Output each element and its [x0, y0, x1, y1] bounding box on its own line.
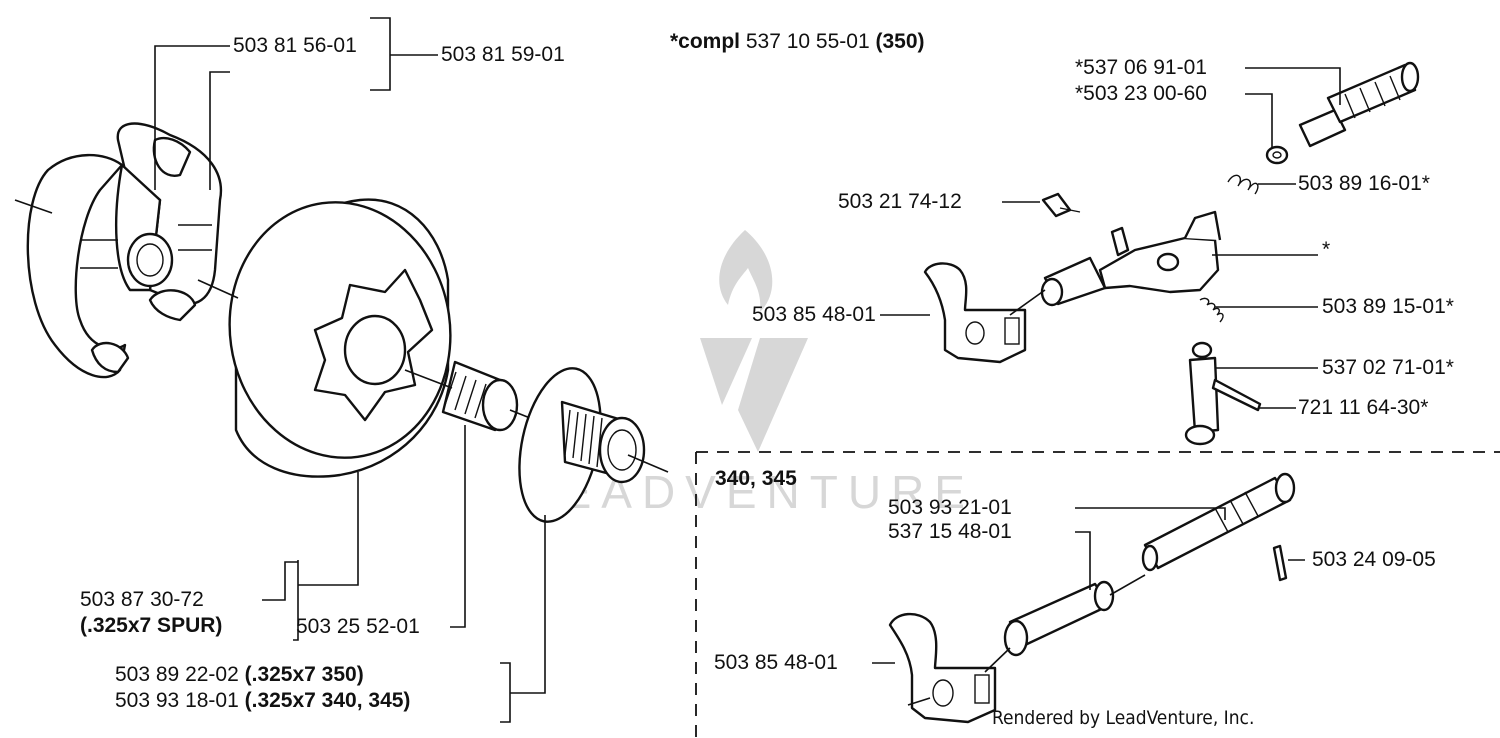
- footer-credit: Rendered by LeadVenture, Inc.: [992, 707, 1255, 729]
- part-note-340-345: (.325x7 340, 345): [244, 689, 411, 712]
- compl-model: (350): [875, 30, 925, 53]
- part-label-503-81-56-01: 503 81 56-01: [233, 34, 357, 57]
- callout-lines: [154, 17, 1341, 723]
- needle-bearing-part: [404, 360, 546, 432]
- part-label-503-93-18-01: 503 93 18-01 (.325x7 340, 345): [115, 689, 410, 713]
- part-label-503-89-22-02: 503 89 22-02 (.325x7 350): [115, 663, 364, 687]
- clutch-drum-part: [197, 198, 452, 478]
- part-label-503-85-48-01-bottom: 503 85 48-01: [714, 651, 838, 674]
- part-label-537-15-48-01: 537 15 48-01: [888, 520, 1012, 543]
- drive-shaft-340-345-part: [1003, 472, 1296, 657]
- part-label-503-25-52-01: 503 25 52-01: [296, 615, 420, 638]
- compl-prefix: *compl: [670, 30, 741, 53]
- clutch-shoe-part: [14, 122, 223, 379]
- pump-plunger-340-345-part: [888, 612, 1011, 724]
- section-divider: [695, 451, 1500, 738]
- part-label-503-23-00-60: *503 23 00-60: [1075, 82, 1207, 105]
- part-label-503-24-09-05: 503 24 09-05: [1312, 548, 1436, 571]
- part-number-503-89-22-02: 503 89 22-02: [115, 663, 239, 686]
- compl-kit-label: *compl 537 10 55-01 (350): [670, 30, 925, 54]
- part-label-asterisk: *: [1322, 238, 1331, 261]
- compl-number: 537 10 55-01: [745, 30, 870, 53]
- part-label-503-87-30-72: 503 87 30-72: [80, 588, 204, 611]
- part-label-537-02-71-01: 537 02 71-01*: [1322, 356, 1454, 379]
- rim-hub-part: [518, 367, 669, 523]
- part-note-spur: (.325x7 SPUR): [80, 614, 223, 637]
- part-label-503-81-59-01: 503 81 59-01: [441, 43, 565, 66]
- leadventure-watermark-logo: [700, 230, 808, 452]
- part-label-503-85-48-01-top: 503 85 48-01: [752, 303, 876, 326]
- section-title: 340, 345: [715, 467, 797, 490]
- part-label-721-11-64-30: 721 11 64-30*: [1298, 396, 1429, 419]
- oil-pump-body-part: [923, 192, 1262, 446]
- part-label-503-89-15-01: 503 89 15-01*: [1322, 295, 1454, 318]
- part-note-350: (.325x7 350): [244, 663, 364, 686]
- oil-pump-shaft-part: [1227, 61, 1420, 195]
- part-label-503-21-74-12: 503 21 74-12: [838, 190, 962, 213]
- part-number-503-93-18-01: 503 93 18-01: [115, 689, 239, 712]
- part-label-503-93-21-01: 503 93 21-01: [888, 496, 1012, 519]
- part-label-537-06-91-01: *537 06 91-01: [1075, 56, 1207, 79]
- part-label-503-89-16-01: 503 89 16-01*: [1298, 172, 1430, 195]
- watermark-text: LEADVENTURE: [525, 466, 975, 518]
